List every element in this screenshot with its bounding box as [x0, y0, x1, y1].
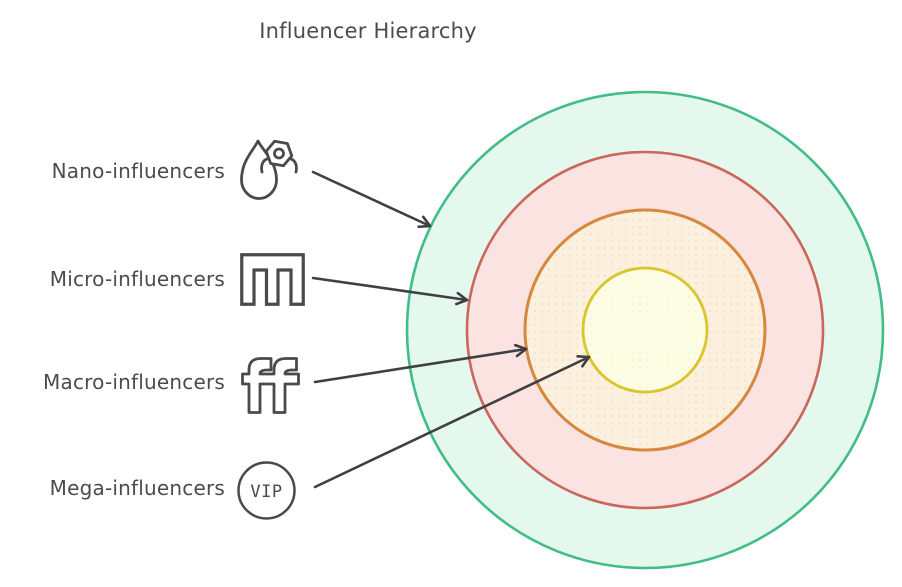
vip-circle: [237, 461, 296, 520]
ff-shape: [241, 357, 300, 414]
label-mega-influencers: Mega-influencers: [49, 476, 225, 500]
nut-hole: [273, 147, 285, 160]
hex-nut: [264, 139, 294, 168]
ring-inner-yellow-texture: [585, 270, 705, 390]
droplet-shape: [240, 139, 278, 200]
left-claw: [260, 157, 270, 174]
arrow-mega-to-inner-ring: [313, 355, 591, 489]
nano-droplet-nut-icon: [240, 139, 298, 200]
label-micro-influencers: Micro-influencers: [49, 267, 225, 291]
arrow-nano-to-outer-ring: [311, 170, 432, 229]
mega-vip-icon: VIP: [237, 461, 296, 520]
label-macro-influencers: Macro-influencers: [43, 370, 225, 394]
m-frame-shape: [240, 253, 305, 306]
micro-m-square-icon: [240, 253, 305, 306]
right-claw: [288, 157, 298, 174]
diagram-title: Influencer Hierarchy: [259, 19, 477, 43]
vip-text: VIP: [250, 482, 282, 502]
arrow-micro-to-second-ring: [311, 276, 469, 306]
arrow-macro-to-third-ring: [313, 343, 528, 384]
label-nano-influencers: Nano-influencers: [51, 159, 225, 183]
macro-ff-icon: [241, 357, 300, 414]
